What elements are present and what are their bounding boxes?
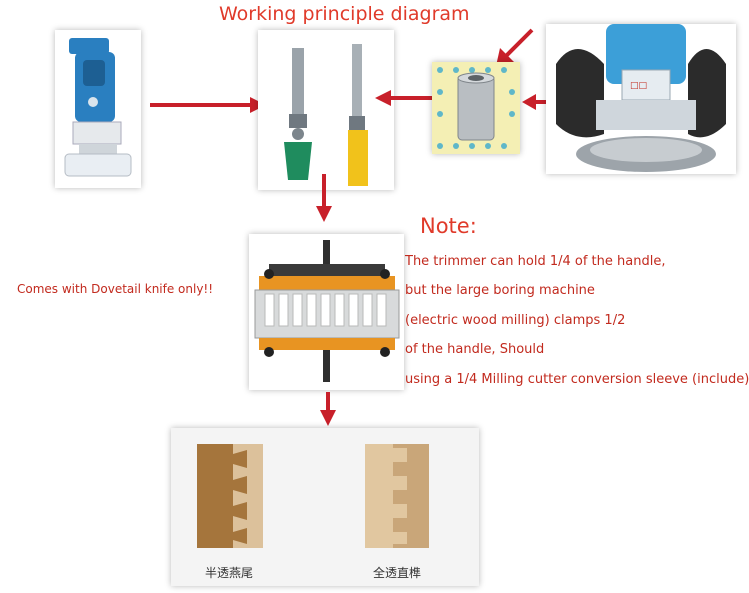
dovetail-caption: 半透燕尾 <box>205 566 254 580</box>
side-note: Comes with Dovetail knife only!! <box>17 282 214 296</box>
arrow-down-icon <box>316 174 332 222</box>
note-line: using a 1/4 Milling cutter conversion sl… <box>405 372 749 387</box>
arrow-down-icon <box>320 392 336 426</box>
arrow-left-icon <box>375 90 433 106</box>
note-line: The trimmer can hold 1/4 of the handle, <box>405 254 666 269</box>
router-bits-illustration <box>284 44 368 186</box>
router-bits-photo <box>258 30 394 190</box>
router-illustration: □□ <box>556 24 726 172</box>
svg-text:□□: □□ <box>630 81 647 91</box>
dovetail-jig-illustration <box>254 240 400 382</box>
sleeve-illustration <box>432 62 520 154</box>
box-joint-illustration <box>365 444 429 548</box>
note-line: of the handle, Should <box>405 342 545 357</box>
diagram-title: Working principle diagram <box>219 3 470 25</box>
dovetail-jig-photo <box>249 234 404 390</box>
trimmer-illustration <box>64 38 132 177</box>
note-heading: Note: <box>420 214 477 238</box>
note-line: but the large boring machine <box>405 283 595 298</box>
large-router-photo: □□ <box>546 24 736 174</box>
arrow-right-icon <box>150 97 266 113</box>
joint-samples-photo: 半透燕尾 全透直榫 <box>171 428 479 586</box>
arrow-diagonal-icon <box>496 28 534 66</box>
box-joint-caption: 全透直榫 <box>373 566 422 580</box>
conversion-sleeve-photo <box>432 62 520 154</box>
note-line: (electric wood milling) clamps 1/2 <box>405 313 626 328</box>
trimmer-photo <box>55 30 141 188</box>
dovetail-joint-illustration <box>197 444 263 548</box>
